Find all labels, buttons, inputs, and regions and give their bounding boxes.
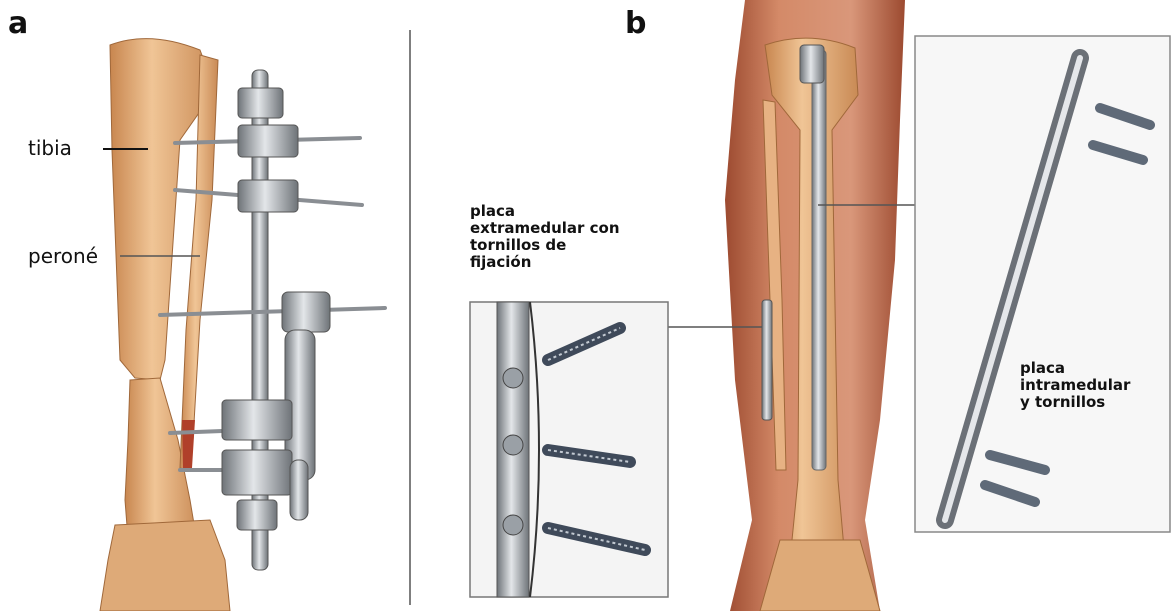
fixator-clamps: [222, 88, 330, 530]
intramedular-label-line: intramedular: [1020, 377, 1130, 394]
extramedullary-plate: [762, 300, 772, 420]
panel-a-letter: a: [8, 6, 28, 41]
extramedular-label-line: extramedular con: [470, 220, 620, 237]
extramedular-label-line: fijación: [470, 254, 620, 271]
panel-b-illustration: [470, 0, 1170, 611]
ankle-bones: [100, 520, 230, 611]
extramedular-label-line: placa: [470, 203, 620, 220]
intramedular-label-line: y tornillos: [1020, 394, 1130, 411]
panel-a-illustration: [100, 39, 385, 611]
panel-b-letter: b: [625, 6, 646, 41]
tibia-label: tibia: [28, 136, 72, 160]
extramedular-label: placa extramedular con tornillos de fija…: [470, 203, 620, 271]
extramedular-label-line: tornillos de: [470, 237, 620, 254]
intramedular-label: placa intramedular y tornillos: [1020, 360, 1130, 411]
extramedullary-inset: [470, 302, 668, 597]
intramedullary-inset: [915, 36, 1170, 532]
perone-label: peroné: [28, 244, 98, 268]
intramedullary-nail: [812, 50, 826, 470]
intramedular-label-line: placa: [1020, 360, 1130, 377]
